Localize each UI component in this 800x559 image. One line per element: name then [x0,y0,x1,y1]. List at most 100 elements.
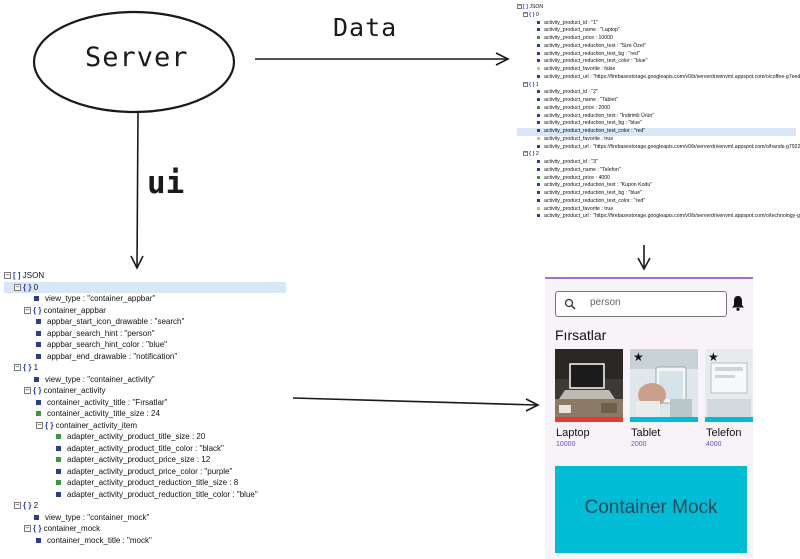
value-icon [537,175,540,179]
product-card-tablet[interactable]: ★ Tablet 2000 [630,349,698,449]
array-icon: [ ] [13,271,23,280]
expand-toggle-icon[interactable]: − [14,501,21,510]
search-bar[interactable]: person [555,291,727,317]
value-icon [36,319,41,325]
expand-toggle-icon[interactable]: − [14,363,21,372]
value-icon [36,353,41,359]
tree-node[interactable]: −{ } 1 [4,362,286,374]
tree-text: activity_product_reduction_text_color : … [544,197,646,204]
tree-leaf: appbar_search_hint : "person" [4,328,286,340]
product-card-laptop[interactable]: Laptop 10000 [555,349,623,449]
tree-leaf: appbar_search_hint_color : "blue" [4,339,286,351]
tree-node[interactable]: −{ } 0 [4,281,286,293]
object-icon: { } [45,420,56,430]
tree-root[interactable]: −[ ] JSON [517,4,796,12]
tree-object: −{ } container_mock [4,523,286,535]
tree-text: container_mock [43,524,101,533]
value-icon [56,434,61,440]
value-icon [537,59,540,63]
value-icon [36,399,41,405]
value-icon [537,90,540,94]
object-icon: { } [23,363,34,372]
tree-text: 0 [535,11,539,18]
tree-text: adapter_activity_product_price_color : "… [67,466,233,476]
expand-toggle-icon[interactable]: − [36,420,43,429]
tree-text: JSON [22,271,45,280]
tree-text: activity_product_reduction_text : "Kupon… [544,182,653,189]
tree-leaf: activity_product_favorite : false [517,66,796,74]
tree-leaf: activity_product_url : "https://firebase… [517,74,800,82]
tree-root[interactable]: −[ ] JSON [4,270,286,282]
expand-toggle-icon[interactable]: − [4,271,11,280]
value-icon [537,144,540,148]
tree-leaf: activity_product_reduction_text_bg : "re… [517,51,796,59]
tree-node[interactable]: −{ } 2 [4,500,286,512]
reduction-band-laptop [555,417,623,422]
tree-text: appbar_search_hint_color : "blue" [47,340,167,349]
laptop-image [555,349,623,421]
tree-leaf: adapter_activity_product_title_color : "… [4,443,286,455]
value-icon [537,28,540,32]
tree-node[interactable]: −{ } 2 [517,151,796,159]
object-icon: { } [23,501,34,510]
tree-text: 2 [33,501,39,510]
value-icon [537,67,540,71]
expand-toggle-icon[interactable]: − [523,10,528,17]
tablet-image [630,349,698,421]
product-price-laptop: 10000 [556,441,576,448]
tree-leaf: activity_product_name : "Tablet" [517,97,796,105]
tree-leaf: appbar_start_icon_drawable : "search" [4,316,286,328]
notification-bell-icon[interactable] [731,295,745,311]
expand-toggle-icon[interactable]: − [523,80,528,87]
tree-text: activity_product_name : "Laptop" [544,27,620,34]
reduction-band-telefon [705,417,753,422]
phone-screen: person Fırsatlar Laptop 10000 [545,277,753,559]
expand-toggle-icon[interactable]: − [523,150,528,157]
value-icon [56,491,61,497]
tree-text: container_activity_item [55,420,138,430]
tree-text: activity_product_favorite : true [544,205,614,212]
tree-node[interactable]: −{ } 0 [517,10,796,20]
tree-text: container_appbar [43,305,106,315]
tree-text: activity_product_url : "https://firebase… [544,73,800,80]
tree-leaf: activity_product_reduction_text : "Kupon… [517,182,796,190]
tree-leaf: activity_product_reduction_text_bg : "bl… [517,190,796,198]
tree-leaf: activity_product_favorite : true [517,136,796,144]
search-hint: person [590,297,621,308]
object-icon: { } [33,305,44,315]
data-label: Data [333,13,398,42]
tree-text: 1 [535,81,539,88]
arrow-ui-to-phone [292,397,538,406]
value-icon [34,376,39,382]
tree-text: adapter_activity_product_price_size : 12 [67,455,211,464]
product-card-telefon[interactable]: ★ Telefon 4000 [705,349,753,449]
expand-toggle-icon[interactable]: − [24,386,31,395]
tree-leaf: activity_product_reduction_text_color : … [517,58,796,66]
expand-toggle-icon[interactable]: − [517,3,522,10]
tree-leaf: container_mock_title : "mock" [4,535,286,547]
tree-object: −{ } container_activity_item [4,420,286,432]
object-icon: { } [33,524,44,533]
value-icon [537,74,540,78]
favorite-star-icon[interactable]: ★ [708,350,719,364]
tree-leaf: activity_product_url : "https://firebase… [517,213,800,221]
favorite-star-icon[interactable]: ★ [633,350,644,364]
tree-text: view_type : "container_activity" [45,374,155,384]
expand-toggle-icon[interactable]: − [24,305,31,314]
tree-leaf: view_type : "container_appbar" [4,293,286,305]
expand-toggle-icon[interactable]: − [14,282,21,291]
tree-node[interactable]: −{ } 1 [517,80,796,90]
product-price-telefon: 4000 [706,441,722,448]
tree-leaf: container_activity_title : "Fırsatlar" [4,397,286,409]
tree-text: activity_product_reduction_text_color : … [544,128,646,134]
arrow-server-to-ui [136,111,139,269]
tree-leaf: activity_product_reduction_text_bg : "bl… [517,120,796,128]
tree-object: −{ } container_activity [4,385,286,397]
product-name-telefon: Telefon [706,427,742,439]
tree-text: activity_product_price : 2000 [544,104,611,111]
value-icon [36,411,41,417]
object-icon: { } [33,386,44,395]
tree-text: appbar_search_hint : "person" [47,328,155,338]
expand-toggle-icon[interactable]: − [24,524,31,533]
tree-leaf: activity_product_reduction_text : "İndir… [517,113,796,121]
